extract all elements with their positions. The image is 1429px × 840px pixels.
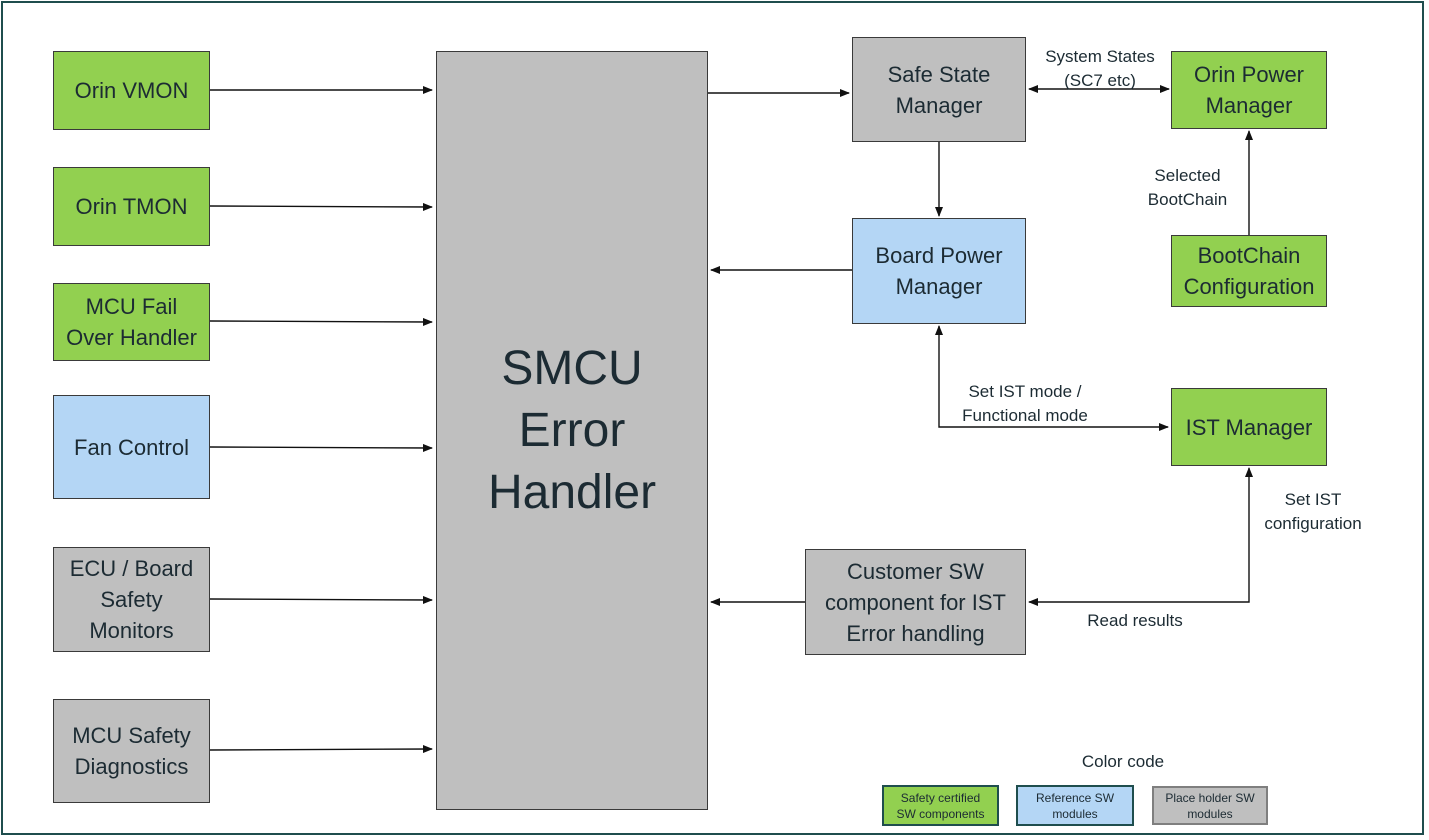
- arrow-failover-to-smcu: [209, 317, 433, 326]
- label-system-states: System States (SC7 etc): [1045, 47, 1155, 90]
- safe-state-manager-block: Safe State Manager: [852, 37, 1026, 142]
- orin-tmon-block: Orin TMON: [53, 167, 210, 246]
- fan-control-block: Fan Control: [53, 395, 210, 499]
- label-read-results: Read results: [1087, 611, 1183, 630]
- ist-manager-block: IST Manager: [1171, 388, 1327, 466]
- arrow-fan-to-smcu: [209, 443, 433, 452]
- arrow-ecu-to-smcu: [209, 595, 433, 604]
- mcu-failover-block: MCU Fail Over Handler: [53, 283, 210, 361]
- board-power-manager-block: Board Power Manager: [852, 218, 1026, 324]
- orin-power-manager-block: Orin Power Manager: [1171, 51, 1327, 129]
- ecu-board-monitors-block: ECU / Board Safety Monitors: [53, 547, 210, 652]
- arrow-customer-sw-ist-manager: [1028, 467, 1253, 606]
- arrow-tmon-to-smcu: [209, 202, 433, 211]
- customer-sw-component-block: Customer SW component for IST Error hand…: [805, 549, 1026, 655]
- arrow-mcu-safety-to-smcu: [209, 745, 433, 754]
- arrow-board-power-ist-manager: [935, 325, 1169, 431]
- legend-reference: Reference SW modules: [1016, 785, 1134, 826]
- mcu-safety-diagnostics-block: MCU Safety Diagnostics: [53, 699, 210, 803]
- smcu-error-handler-block: SMCU Error Handler: [436, 51, 708, 810]
- label-set-ist-configuration: Set IST configuration: [1264, 490, 1362, 533]
- legend-title: Color code: [1081, 752, 1165, 771]
- bootchain-configuration-block: BootChain Configuration: [1171, 235, 1327, 307]
- legend-placeholder: Place holder SW modules: [1152, 786, 1268, 825]
- legend-safety-certified: Safety certified SW components: [882, 785, 999, 826]
- label-set-ist-mode: Set IST mode / Functional mode: [962, 382, 1088, 425]
- orin-vmon-block: Orin VMON: [53, 51, 210, 130]
- label-selected-bootchain: Selected BootChain: [1147, 166, 1228, 209]
